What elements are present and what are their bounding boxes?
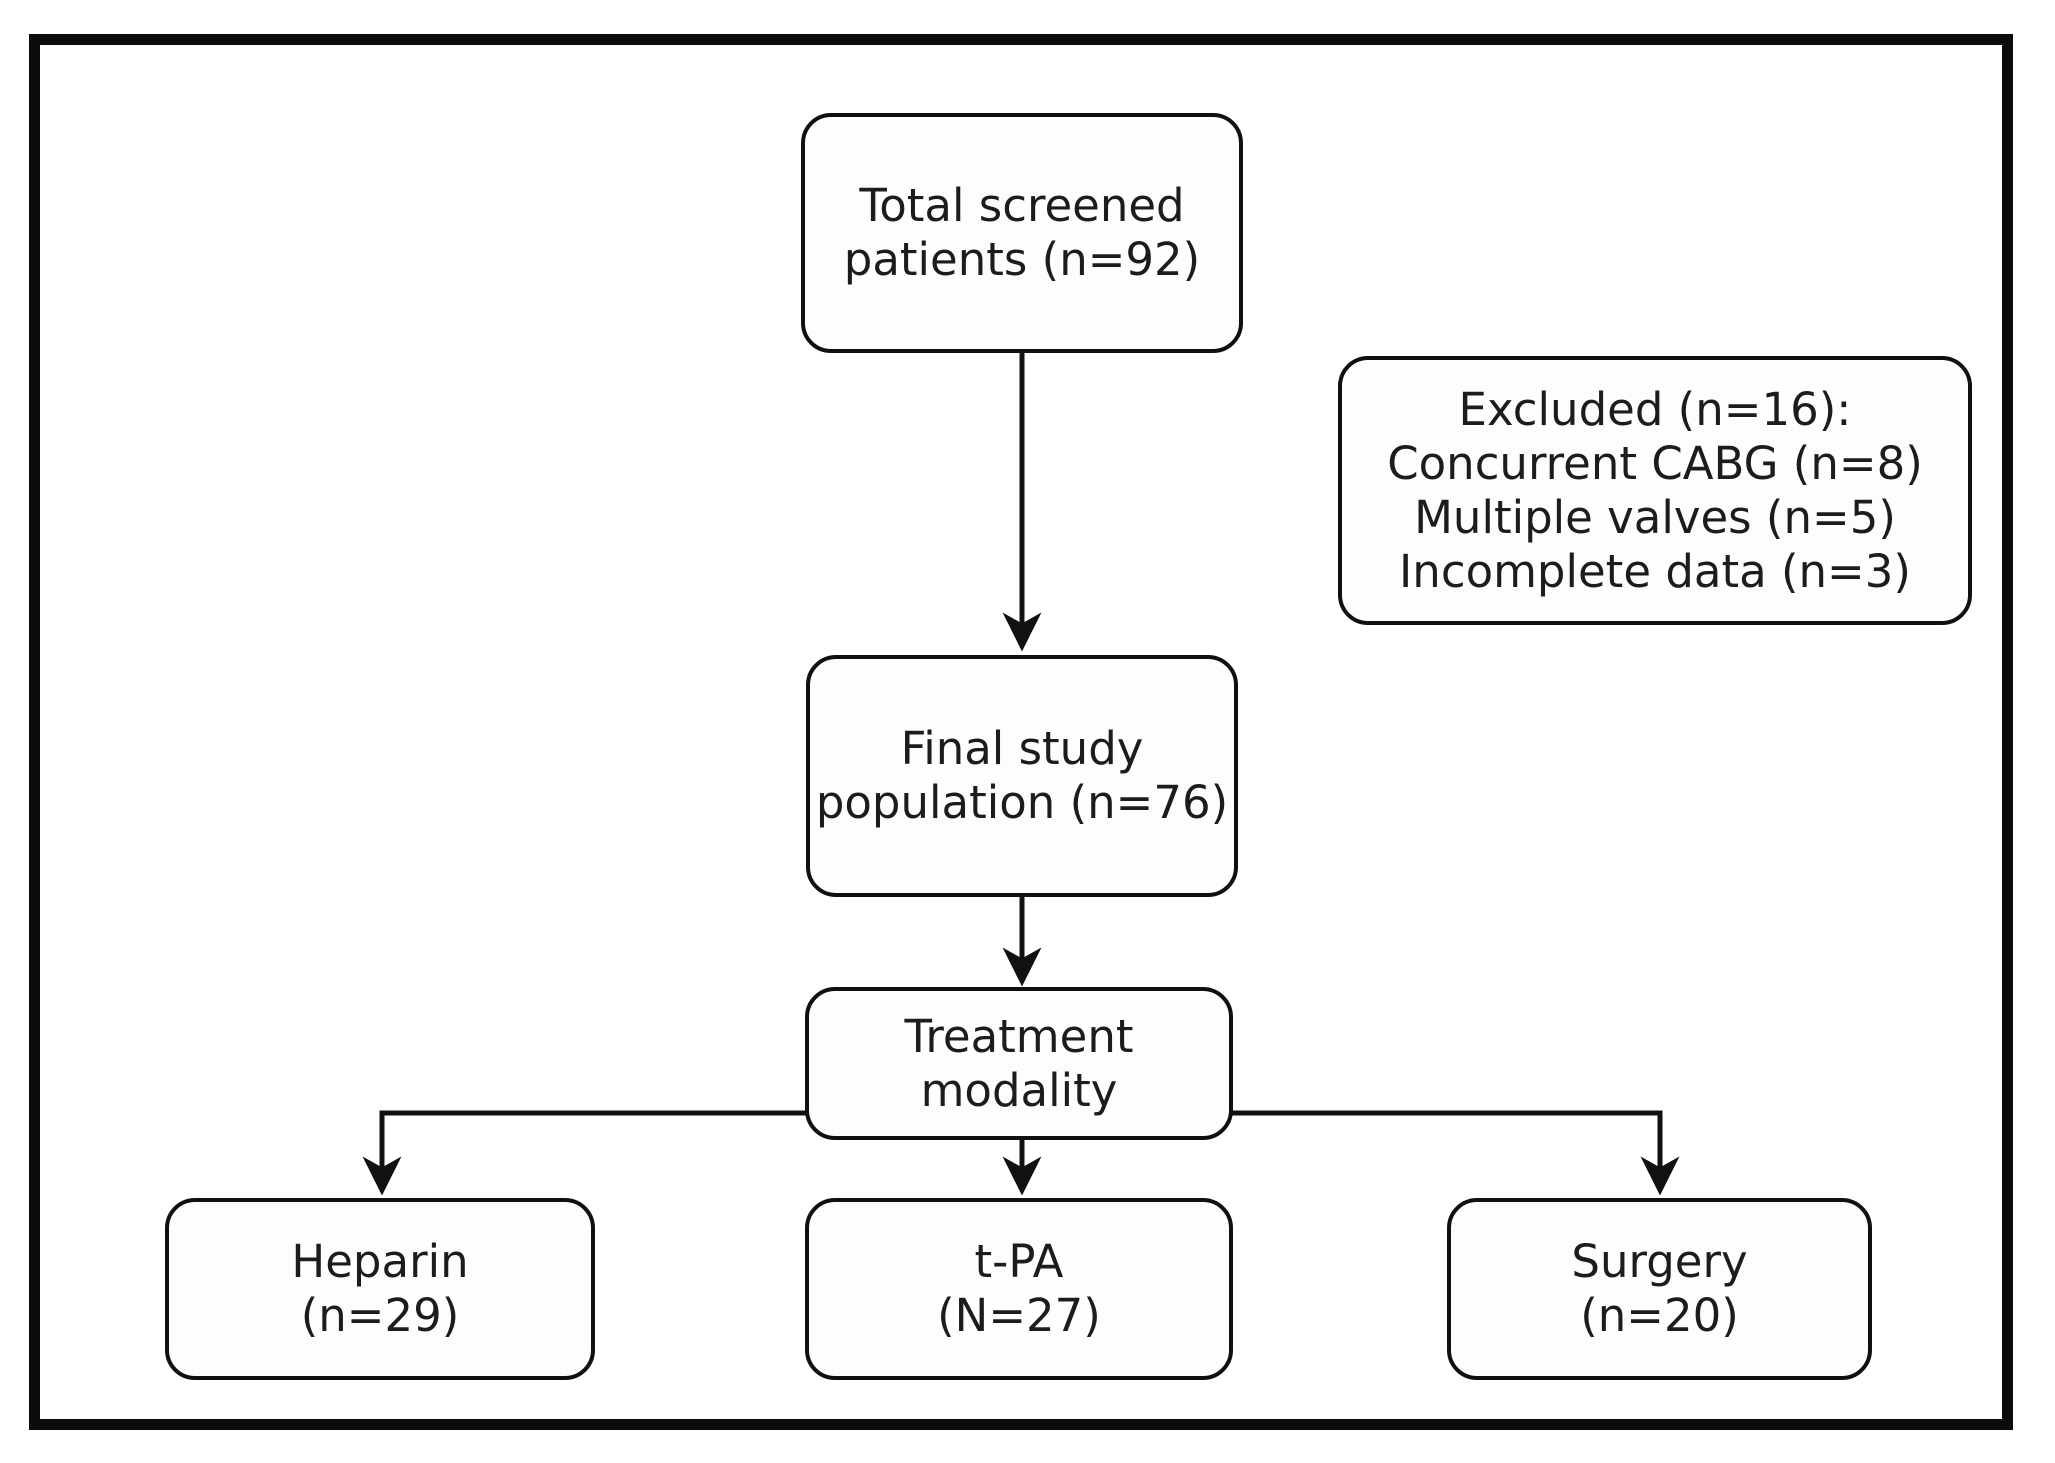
node-heparin-group: Heparin (n=29) [165, 1198, 595, 1380]
node-treatment-modality: Treatment modality [805, 987, 1233, 1140]
node-excluded-reasons: Excluded (n=16): Concurrent CABG (n=8) M… [1338, 356, 1972, 625]
node-final-study-population: Final study population (n=76) [806, 655, 1238, 897]
node-total-screened-patients: Total screened patients (n=92) [801, 113, 1243, 353]
node-tpa-group: t-PA (N=27) [805, 1198, 1233, 1380]
node-surgery-group: Surgery (n=20) [1447, 1198, 1872, 1380]
diagram-frame [29, 34, 2013, 1430]
